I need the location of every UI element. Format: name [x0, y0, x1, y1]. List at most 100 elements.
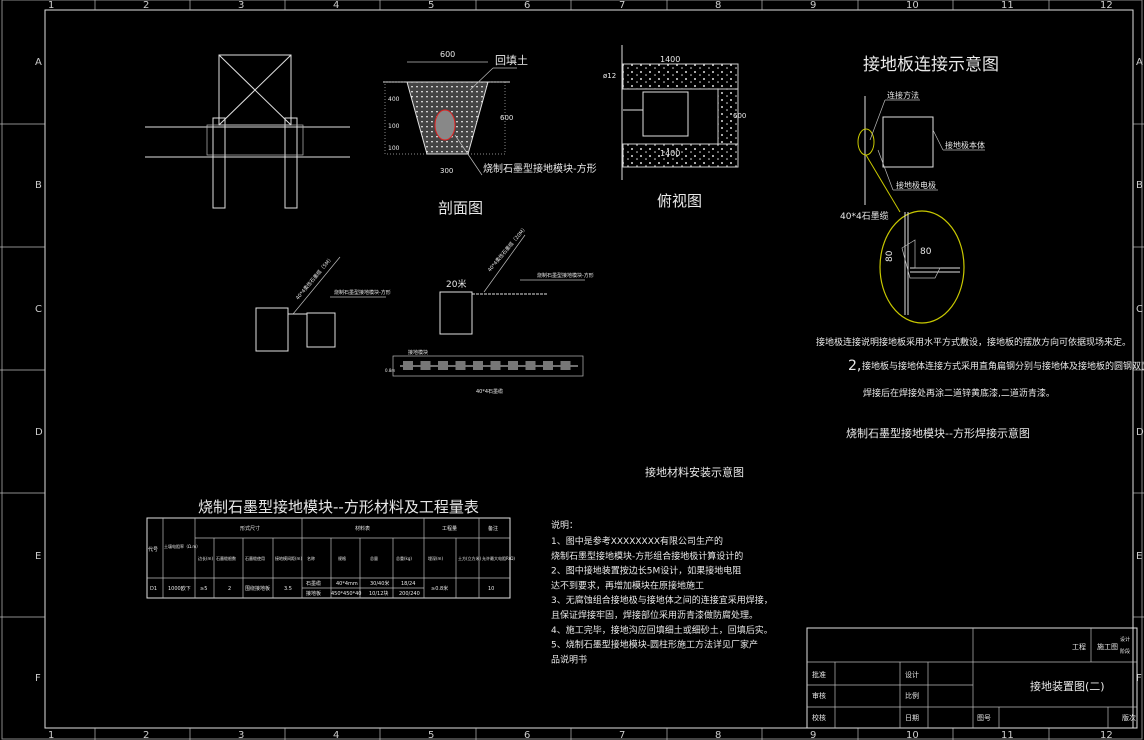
row-label-right: D: [1136, 427, 1144, 438]
label-module: 烧制石墨型接地模块-方形: [483, 162, 597, 175]
column-label-top: 11: [1001, 0, 1014, 11]
dim-600: 600: [440, 50, 455, 59]
row-label-left: E: [35, 551, 41, 562]
row-label-right: A: [1136, 57, 1143, 68]
plan-dia: ø12: [603, 72, 616, 80]
td-usage: 围绕接地板: [245, 585, 270, 592]
th-form: 形式尺寸: [240, 525, 260, 532]
th-code: 代号: [148, 546, 158, 553]
row-label-right: E: [1136, 551, 1142, 562]
td-spec-1: 40*4mm: [336, 581, 358, 587]
th-sub: 名称: [307, 555, 315, 561]
tb-stage2: 阶段: [1120, 648, 1130, 655]
column-label-top: 4: [333, 0, 339, 11]
table-title: 烧制石墨型接地模块--方形材料及工程量表: [198, 498, 479, 516]
column-label-top: 3: [238, 0, 244, 11]
td-spacing: 3.5: [284, 586, 292, 592]
grounding-module: [455, 361, 466, 370]
row-label-left: A: [35, 57, 42, 68]
td-total-2: 10/12块: [369, 590, 388, 597]
td-code: D1: [150, 586, 157, 592]
td-weight-1: 18/24: [401, 581, 415, 587]
column-label-top: 8: [715, 0, 721, 11]
note-line: 1、图中是参考XXXXXXXX有限公司生产的: [551, 535, 723, 547]
th-sub: 埋深(m): [428, 555, 443, 561]
column-label-top: 2: [143, 0, 149, 11]
grounding-module: [508, 361, 518, 370]
column-label-bottom: 9: [810, 730, 816, 740]
connection-note-2: 接地板与接地体连接方式采用直角扁钢分别与接地体及接地板的圆钢双面焊接。: [862, 360, 1144, 372]
column-label-bottom: 7: [619, 730, 625, 740]
th-soil: 土壤电阻率（Ω.m）: [164, 543, 200, 549]
td-name-2: 接地板: [306, 590, 321, 597]
note-line: 且保证焊接牢固，焊接部位采用沥青漆做防腐处理。: [551, 609, 758, 621]
grounding-module: [403, 361, 413, 370]
tb-drawing-no: 图号: [977, 714, 991, 722]
column-label-bottom: 2: [143, 730, 149, 740]
column-label-top: 6: [524, 0, 530, 11]
td-depth: ≥0.8米: [431, 585, 448, 592]
label-cable: 40*4石墨缆: [840, 210, 889, 222]
plan-view: 1400 1400 600 ø12 俯视图: [603, 45, 746, 210]
td-count: 2: [228, 586, 231, 592]
connection-note-1: 接地极连接说明接地板采用水平方式敷设，接地板的摆放方向可依据现场来定。: [816, 336, 1131, 348]
grounding-module: [525, 361, 536, 370]
install-diagram: 40*4柔性石墨缆（5M） 烧制石墨型接地模块-方形 40*4柔性石墨缆（20M…: [255, 225, 744, 479]
dim-100: 100: [388, 123, 400, 130]
row-label-left: B: [35, 180, 42, 191]
plan-dim-side: 600: [733, 112, 746, 120]
tb-design-stage: 设计: [1120, 636, 1130, 643]
column-label-bottom: 4: [333, 730, 339, 740]
row-label-right: C: [1136, 304, 1143, 315]
connection-diagram: 接地板连接示意图 连接方法 接地极本体 接地极电极 40*4石墨缆 80 80 …: [816, 55, 1144, 440]
section-view: 600 300 600 400 100 100 回填土 烧制石墨型接地模块-方形…: [383, 50, 597, 217]
column-label-bottom: 12: [1100, 730, 1113, 740]
column-label-bottom: 3: [238, 730, 244, 740]
th-sub: 土方(立方米): [458, 555, 482, 561]
cable-label-1: 40*4柔性石墨缆（5M）: [294, 255, 334, 301]
note-line: 烧制石墨型接地模块-方形组合接地极计算设计的: [551, 550, 743, 562]
note-line: 3、无腐蚀组合接地极与接地体之间的连接宜采用焊接，: [551, 594, 773, 606]
column-label-bottom: 8: [715, 730, 721, 740]
td-weight-2: 200/240: [399, 591, 420, 597]
th-sub: 接地模间距(m): [275, 555, 302, 561]
column-label-bottom: 10: [906, 730, 919, 740]
tb-project: 工程: [1072, 642, 1086, 651]
td-spec-2: 450*450*40: [331, 591, 361, 597]
row-label-right: B: [1136, 180, 1143, 191]
th-material: 材料表: [355, 525, 370, 532]
dim-300: 300: [440, 167, 453, 175]
grounding-module: [560, 361, 571, 370]
column-label-top: 10: [906, 0, 919, 11]
notes-heading: 说明：: [551, 519, 578, 531]
grounding-module: [490, 361, 501, 370]
label-body: 接地极本体: [945, 140, 985, 150]
note-line: 品说明书: [551, 653, 587, 665]
module-label-1: 烧制石墨型接地模块-方形: [334, 289, 391, 296]
tb-scale: 比例: [905, 691, 919, 700]
label-backfill: 回填土: [495, 53, 528, 67]
column-label-bottom: 6: [524, 730, 530, 740]
td-name-1: 石墨缆: [306, 580, 321, 587]
row-label-left: F: [35, 673, 41, 684]
tb-check: 校核: [812, 713, 826, 722]
th-sub: 石墨缆根数: [216, 555, 236, 561]
column-label-top: 5: [428, 0, 434, 11]
notes: 说明： 1、图中是参考XXXXXXXX有限公司生产的 烧制石墨型接地模块-方形组…: [551, 519, 773, 665]
title-block: 工程 施工图 设计 阶段 批准 审核 校核 设计 比例 日期 图号 版次 接地装…: [806, 627, 1138, 729]
column-label-top: 7: [619, 0, 625, 11]
td-total-1: 30/40米: [370, 580, 389, 587]
pole-elevation: [145, 54, 350, 209]
connection-title: 接地板连接示意图: [863, 55, 999, 75]
column-label-top: 1: [48, 0, 54, 11]
tb-designer: 设计: [905, 670, 919, 679]
column-label-bottom: 5: [428, 730, 434, 740]
grounding-module: [543, 361, 553, 370]
plan-title: 俯视图: [657, 192, 702, 210]
connection-note-2-num: 2,: [848, 358, 861, 374]
tb-date: 日期: [905, 714, 919, 722]
row-label-left: D: [35, 427, 43, 438]
dim-80b: 80: [920, 247, 932, 257]
connection-caption: 烧制石墨型接地模块--方形焊接示意图: [846, 426, 1030, 440]
